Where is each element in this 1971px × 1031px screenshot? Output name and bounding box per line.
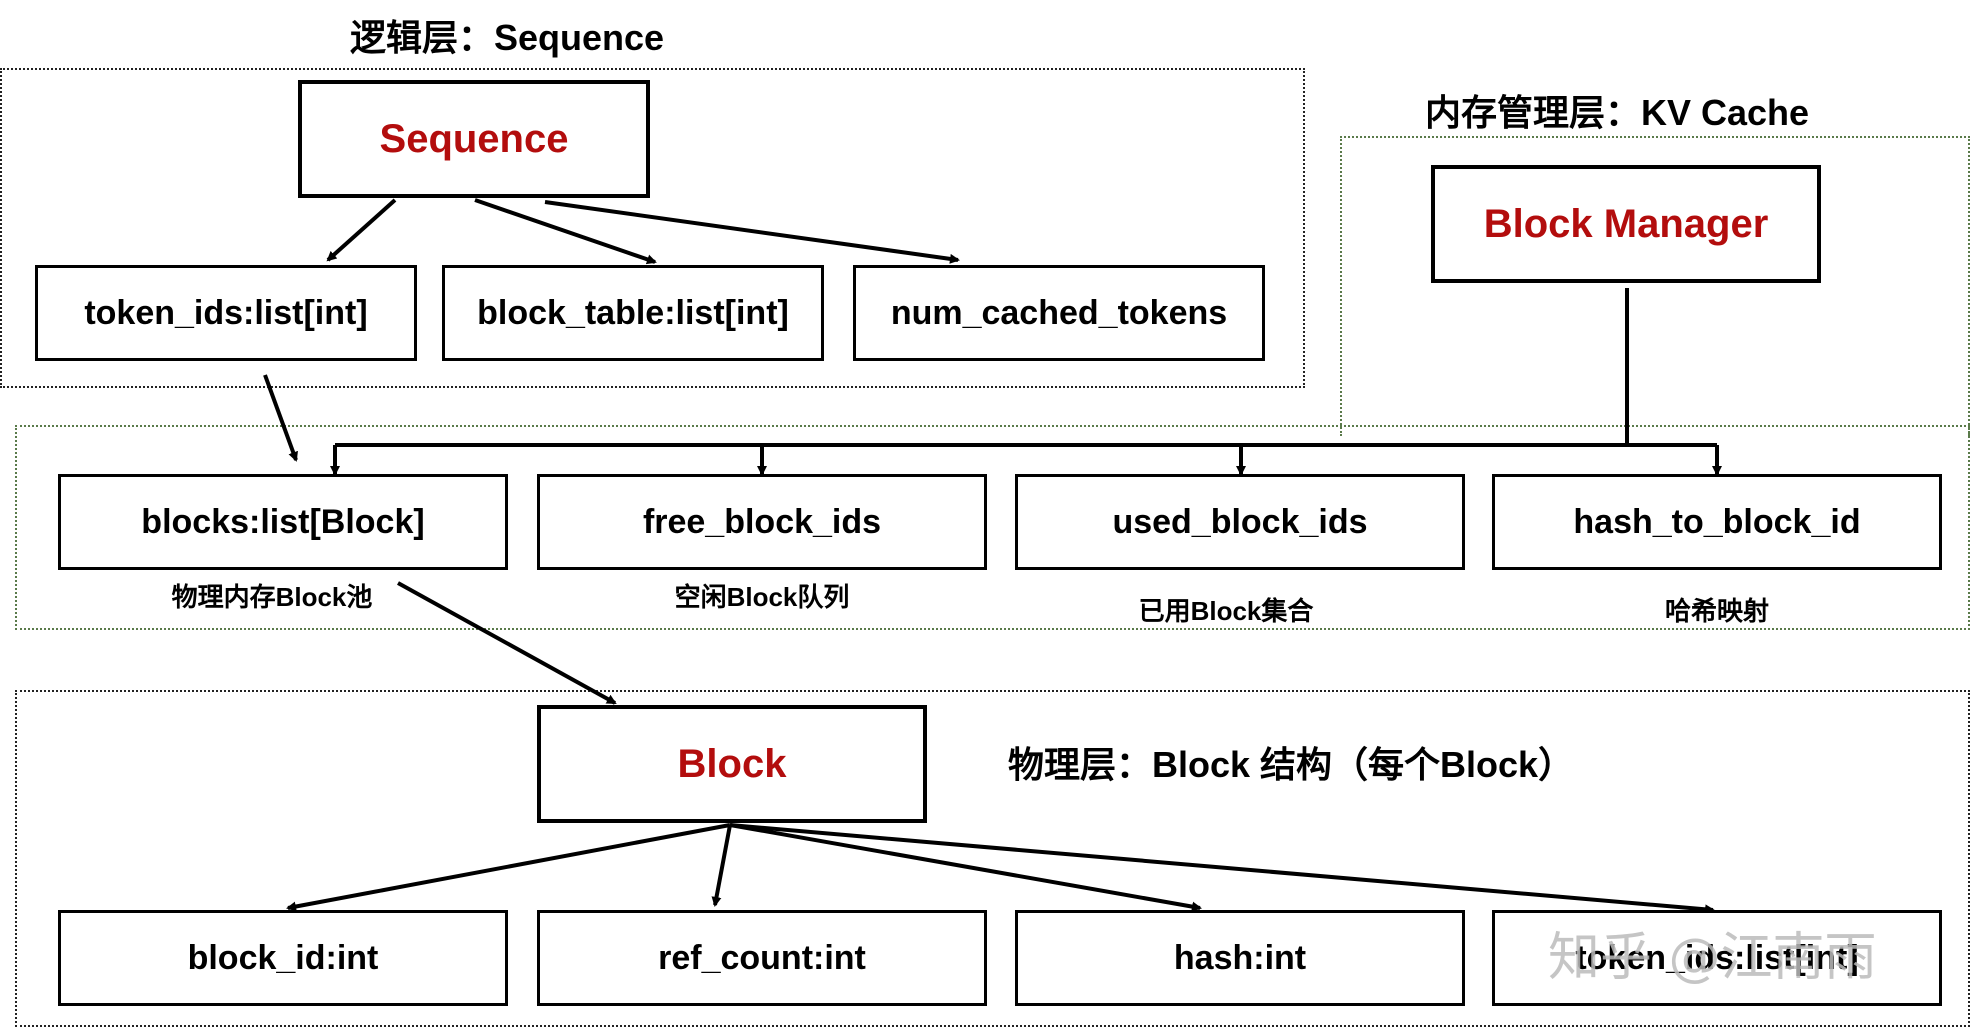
sequence-node: Sequence [298, 80, 650, 198]
hash-to-block-id-field: hash_to_block_id [1492, 474, 1942, 570]
arrow-block-refcount [711, 824, 732, 907]
arrow-seq-num-cached [544, 200, 960, 264]
arrow-block-hash [729, 823, 1202, 912]
logical-layer-title: 逻辑层：Sequence [350, 17, 665, 58]
physical-layer-title: 物理层：Block 结构（每个Block） [1008, 744, 1575, 785]
memory-layer-region [15, 425, 1970, 630]
watermark: 知乎 @江南雨 [1548, 928, 1877, 988]
memory-layer-region-upper [1340, 136, 1970, 436]
caption-block-pool: 物理内存Block池 [171, 582, 373, 612]
arrow-seq-block-table [474, 198, 657, 265]
arrow-token-ids-blocks [263, 374, 298, 462]
blocks-field: blocks:list[Block] [58, 474, 508, 570]
used-block-ids-field: used_block_ids [1015, 474, 1465, 570]
free-block-ids-field: free_block_ids [537, 474, 987, 570]
caption-hash-map: 哈希映射 [1664, 596, 1770, 626]
token-ids-field: token_ids:list[int] [35, 265, 417, 361]
block-token-ids-field: token_ids:list[int] [1492, 910, 1942, 1006]
arrow-pool-block [397, 581, 617, 705]
arrow-seq-token-ids [326, 198, 397, 262]
num-cached-tokens-field: num_cached_tokens [853, 265, 1265, 361]
arrow-block-id [286, 823, 731, 912]
hash-field: hash:int [1015, 910, 1465, 1006]
arrow-block-token-ids [729, 823, 1715, 915]
memory-layer-title: 内存管理层：KV Cache [1425, 92, 1810, 133]
block-manager-node: Block Manager [1431, 165, 1821, 283]
caption-used-set: 已用Block集合 [1138, 596, 1314, 626]
physical-layer-region [15, 690, 1970, 1027]
block-table-field: block_table:list[int] [442, 265, 824, 361]
block-node: Block [537, 705, 927, 823]
ref-count-field: ref_count:int [537, 910, 987, 1006]
caption-free-queue: 空闲Block队列 [674, 582, 850, 612]
block-id-field: block_id:int [58, 910, 508, 1006]
logical-layer-region [0, 68, 1305, 388]
